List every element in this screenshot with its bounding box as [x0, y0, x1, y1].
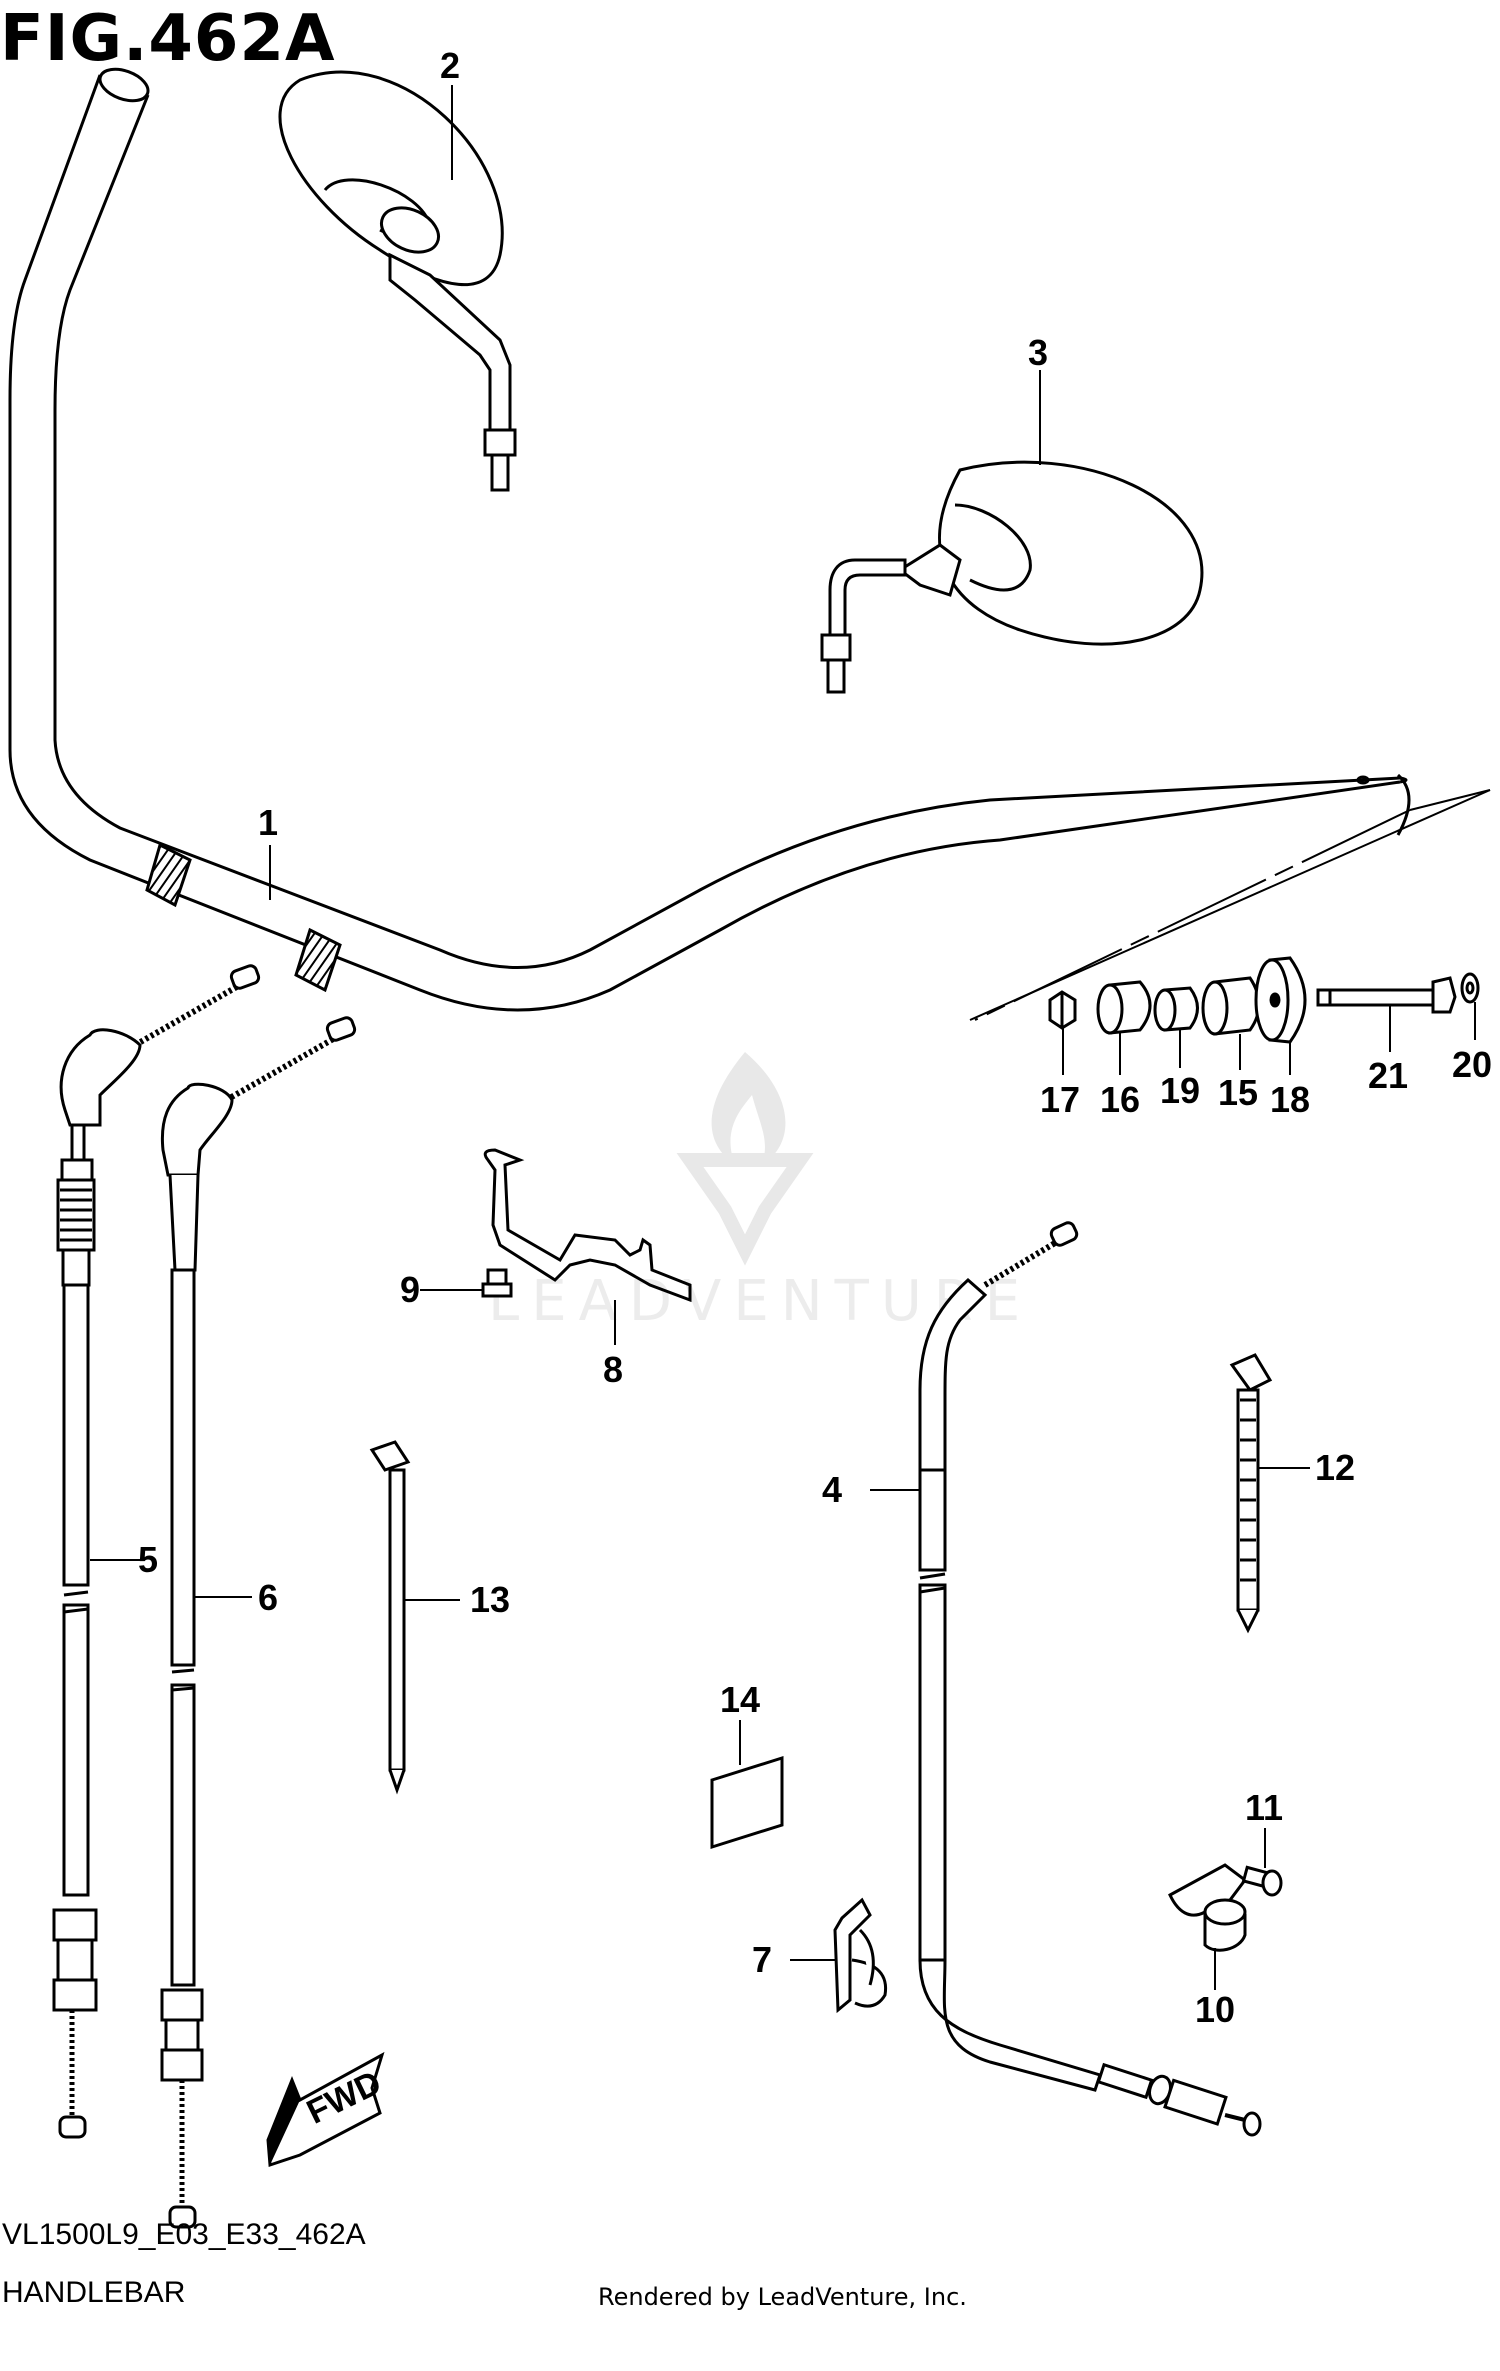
callout-3: 3: [1028, 332, 1048, 373]
render-credit: Rendered by LeadVenture, Inc.: [598, 2283, 967, 2311]
callout-16: 16: [1100, 1079, 1140, 1120]
callout-4: 4: [822, 1469, 842, 1510]
watermark-text: LEADVENTURE: [488, 1269, 1032, 1334]
figure-name: HANDLEBAR: [2, 2276, 186, 2309]
forward-direction-arrow: FWD: [266, 2051, 387, 2168]
throttle-cable-part-5[interactable]: [52, 964, 261, 2139]
watermark-logo: [676, 1052, 814, 1266]
bolt-part-11[interactable]: [1241, 1865, 1283, 1897]
clutch-cable-part-4[interactable]: [918, 1221, 1262, 2137]
callout-5: 5: [138, 1539, 158, 1580]
callout-21: 21: [1368, 1055, 1408, 1096]
clamp-part-10[interactable]: [1168, 1863, 1248, 1952]
callout-7: 7: [752, 1939, 772, 1980]
washer-part-18[interactable]: [1254, 956, 1307, 1044]
callout-11: 11: [1245, 1787, 1283, 1828]
right-mirror-part-3[interactable]: [820, 460, 1204, 694]
callout-18: 18: [1270, 1079, 1310, 1120]
callout-1: 1: [258, 802, 278, 843]
cable-tie-part-13[interactable]: [369, 1440, 411, 1795]
cushion-part-16[interactable]: [1096, 980, 1152, 1035]
callout-14: 14: [720, 1679, 760, 1720]
bolt-part-21[interactable]: [1316, 976, 1457, 1014]
handlebar-part-1[interactable]: [8, 63, 1411, 1012]
spacer-part-19[interactable]: [1153, 986, 1199, 1032]
callout-leaders: [90, 85, 1476, 1990]
nut-part-17[interactable]: [1048, 990, 1077, 1030]
callout-2: 2: [440, 45, 460, 86]
callout-13: 13: [470, 1579, 510, 1620]
callout-8: 8: [603, 1349, 623, 1390]
throttle-cable-part-6[interactable]: [160, 1016, 357, 2229]
mount-guide-lines: [969, 789, 1491, 1021]
label-part-14[interactable]: [710, 1755, 784, 1850]
left-mirror-part-2[interactable]: [278, 70, 517, 492]
bracket-part-8[interactable]: [483, 1148, 692, 1303]
callout-12: 12: [1315, 1447, 1355, 1488]
washer-part-20[interactable]: [1460, 972, 1480, 1004]
callout-20: 20: [1452, 1044, 1492, 1085]
callout-9: 9: [400, 1269, 420, 1310]
callout-10: 10: [1195, 1989, 1235, 2030]
callout-15: 15: [1218, 1072, 1258, 1113]
callout-6: 6: [258, 1577, 278, 1618]
cable-tie-part-12[interactable]: [1229, 1353, 1273, 1634]
callout-19: 19: [1160, 1070, 1200, 1111]
figure-code: VL1500L9_E03_E33_462A: [2, 2218, 366, 2251]
callout-numbers: 1 2 3 4 5 6 7 8 9 10 11 12 13 14 15 16 1…: [138, 45, 1492, 2030]
figure-title: FIG.462A: [0, 2, 336, 76]
clamp-part-7[interactable]: [833, 1897, 888, 2014]
cushion-part-15[interactable]: [1201, 976, 1261, 1036]
callout-17: 17: [1040, 1079, 1080, 1120]
screw-part-9[interactable]: [420, 1268, 513, 1298]
